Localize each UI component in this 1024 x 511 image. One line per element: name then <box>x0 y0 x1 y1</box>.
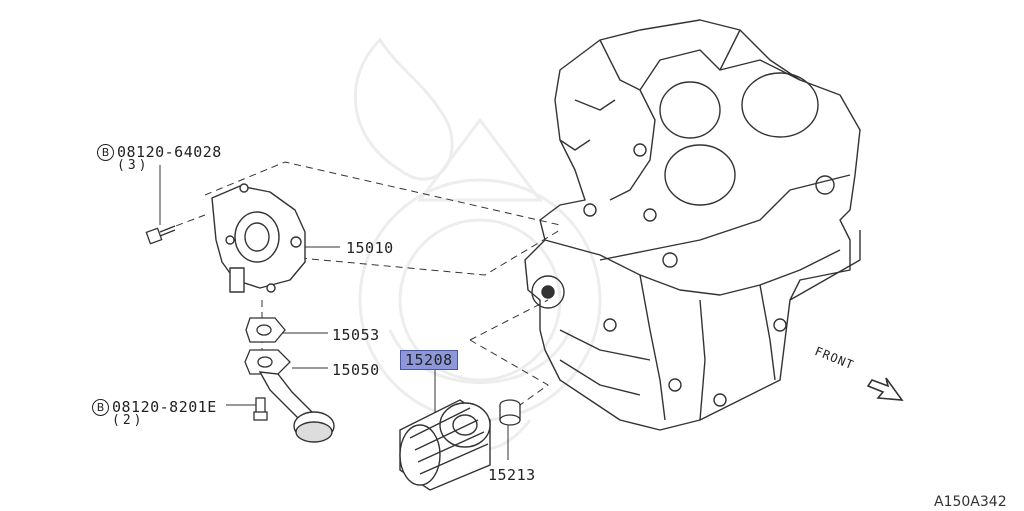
connector-stud-drawing <box>499 399 521 426</box>
label-lower-bolt-qty: (2) <box>112 413 145 428</box>
front-arrow-icon <box>866 377 904 401</box>
lower-bolt-drawing <box>253 397 268 421</box>
gasket-drawings <box>244 317 291 375</box>
label-upper-bolt-qty: (3) <box>117 158 150 173</box>
bolt-symbol-icon: B <box>92 399 109 416</box>
engine-block <box>524 19 861 431</box>
label-oil-pump[interactable]: 15010 <box>346 239 394 257</box>
label-gasket-upper[interactable]: 15053 <box>332 326 380 344</box>
label-connector-stud[interactable]: 15213 <box>488 466 536 484</box>
label-leaders <box>159 165 509 460</box>
diagram-code: A150A342 <box>934 494 1007 510</box>
label-lower-bolt[interactable]: 08120-8201E <box>112 398 217 416</box>
bolt-symbol-icon: B <box>97 144 114 161</box>
label-gasket-lower[interactable]: 15050 <box>332 361 380 379</box>
label-upper-bolt[interactable]: 08120-64028 <box>117 143 222 161</box>
oil-strainer-drawing <box>258 371 335 443</box>
oil-pump-drawing <box>211 183 306 293</box>
label-oil-filter-highlighted[interactable]: 15208 <box>400 350 458 370</box>
oil-filter-drawing <box>399 399 491 491</box>
upper-bolt-drawing <box>145 225 176 245</box>
